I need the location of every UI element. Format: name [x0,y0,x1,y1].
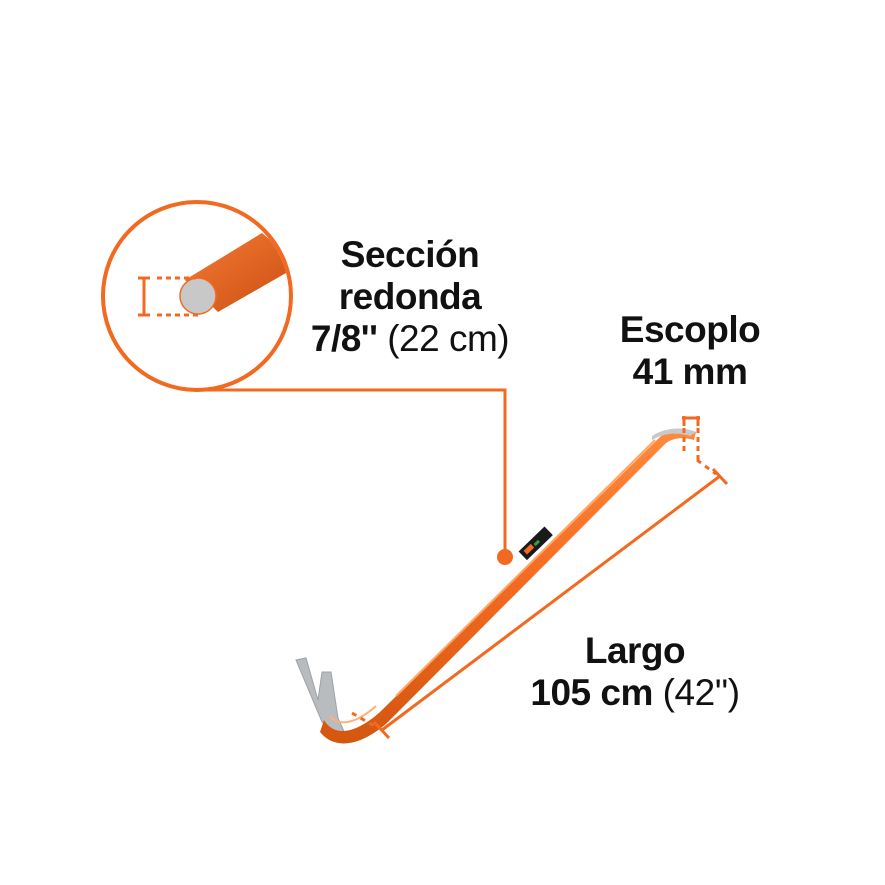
leader-line [197,388,507,558]
length-value-imperial: (42'') [652,671,740,713]
section-label: Sección redonda 7/8'' (22 cm) [300,234,520,359]
cross-section-detail [101,200,513,565]
chisel-label: Escoplo 41 mm [610,309,770,393]
chisel-dimension-icon [682,416,700,462]
section-value: 7/8'' [310,317,378,359]
section-title-line2: redonda [338,275,482,317]
length-dimension-icon [351,458,729,740]
leader-dot-icon [497,549,513,565]
chisel-title: Escoplo [619,309,761,350]
length-label: Largo 105 cm (42'') [520,630,750,714]
section-value-metric: (22 cm) [377,317,510,359]
section-title-line1: Sección [340,234,480,275]
rod-section-icon [179,233,289,315]
length-value: 105 cm [530,671,653,713]
chisel-value: 41 mm [632,350,748,392]
diameter-dimension-icon [138,276,200,317]
brand-label-icon [518,526,553,561]
length-title: Largo [584,630,686,671]
